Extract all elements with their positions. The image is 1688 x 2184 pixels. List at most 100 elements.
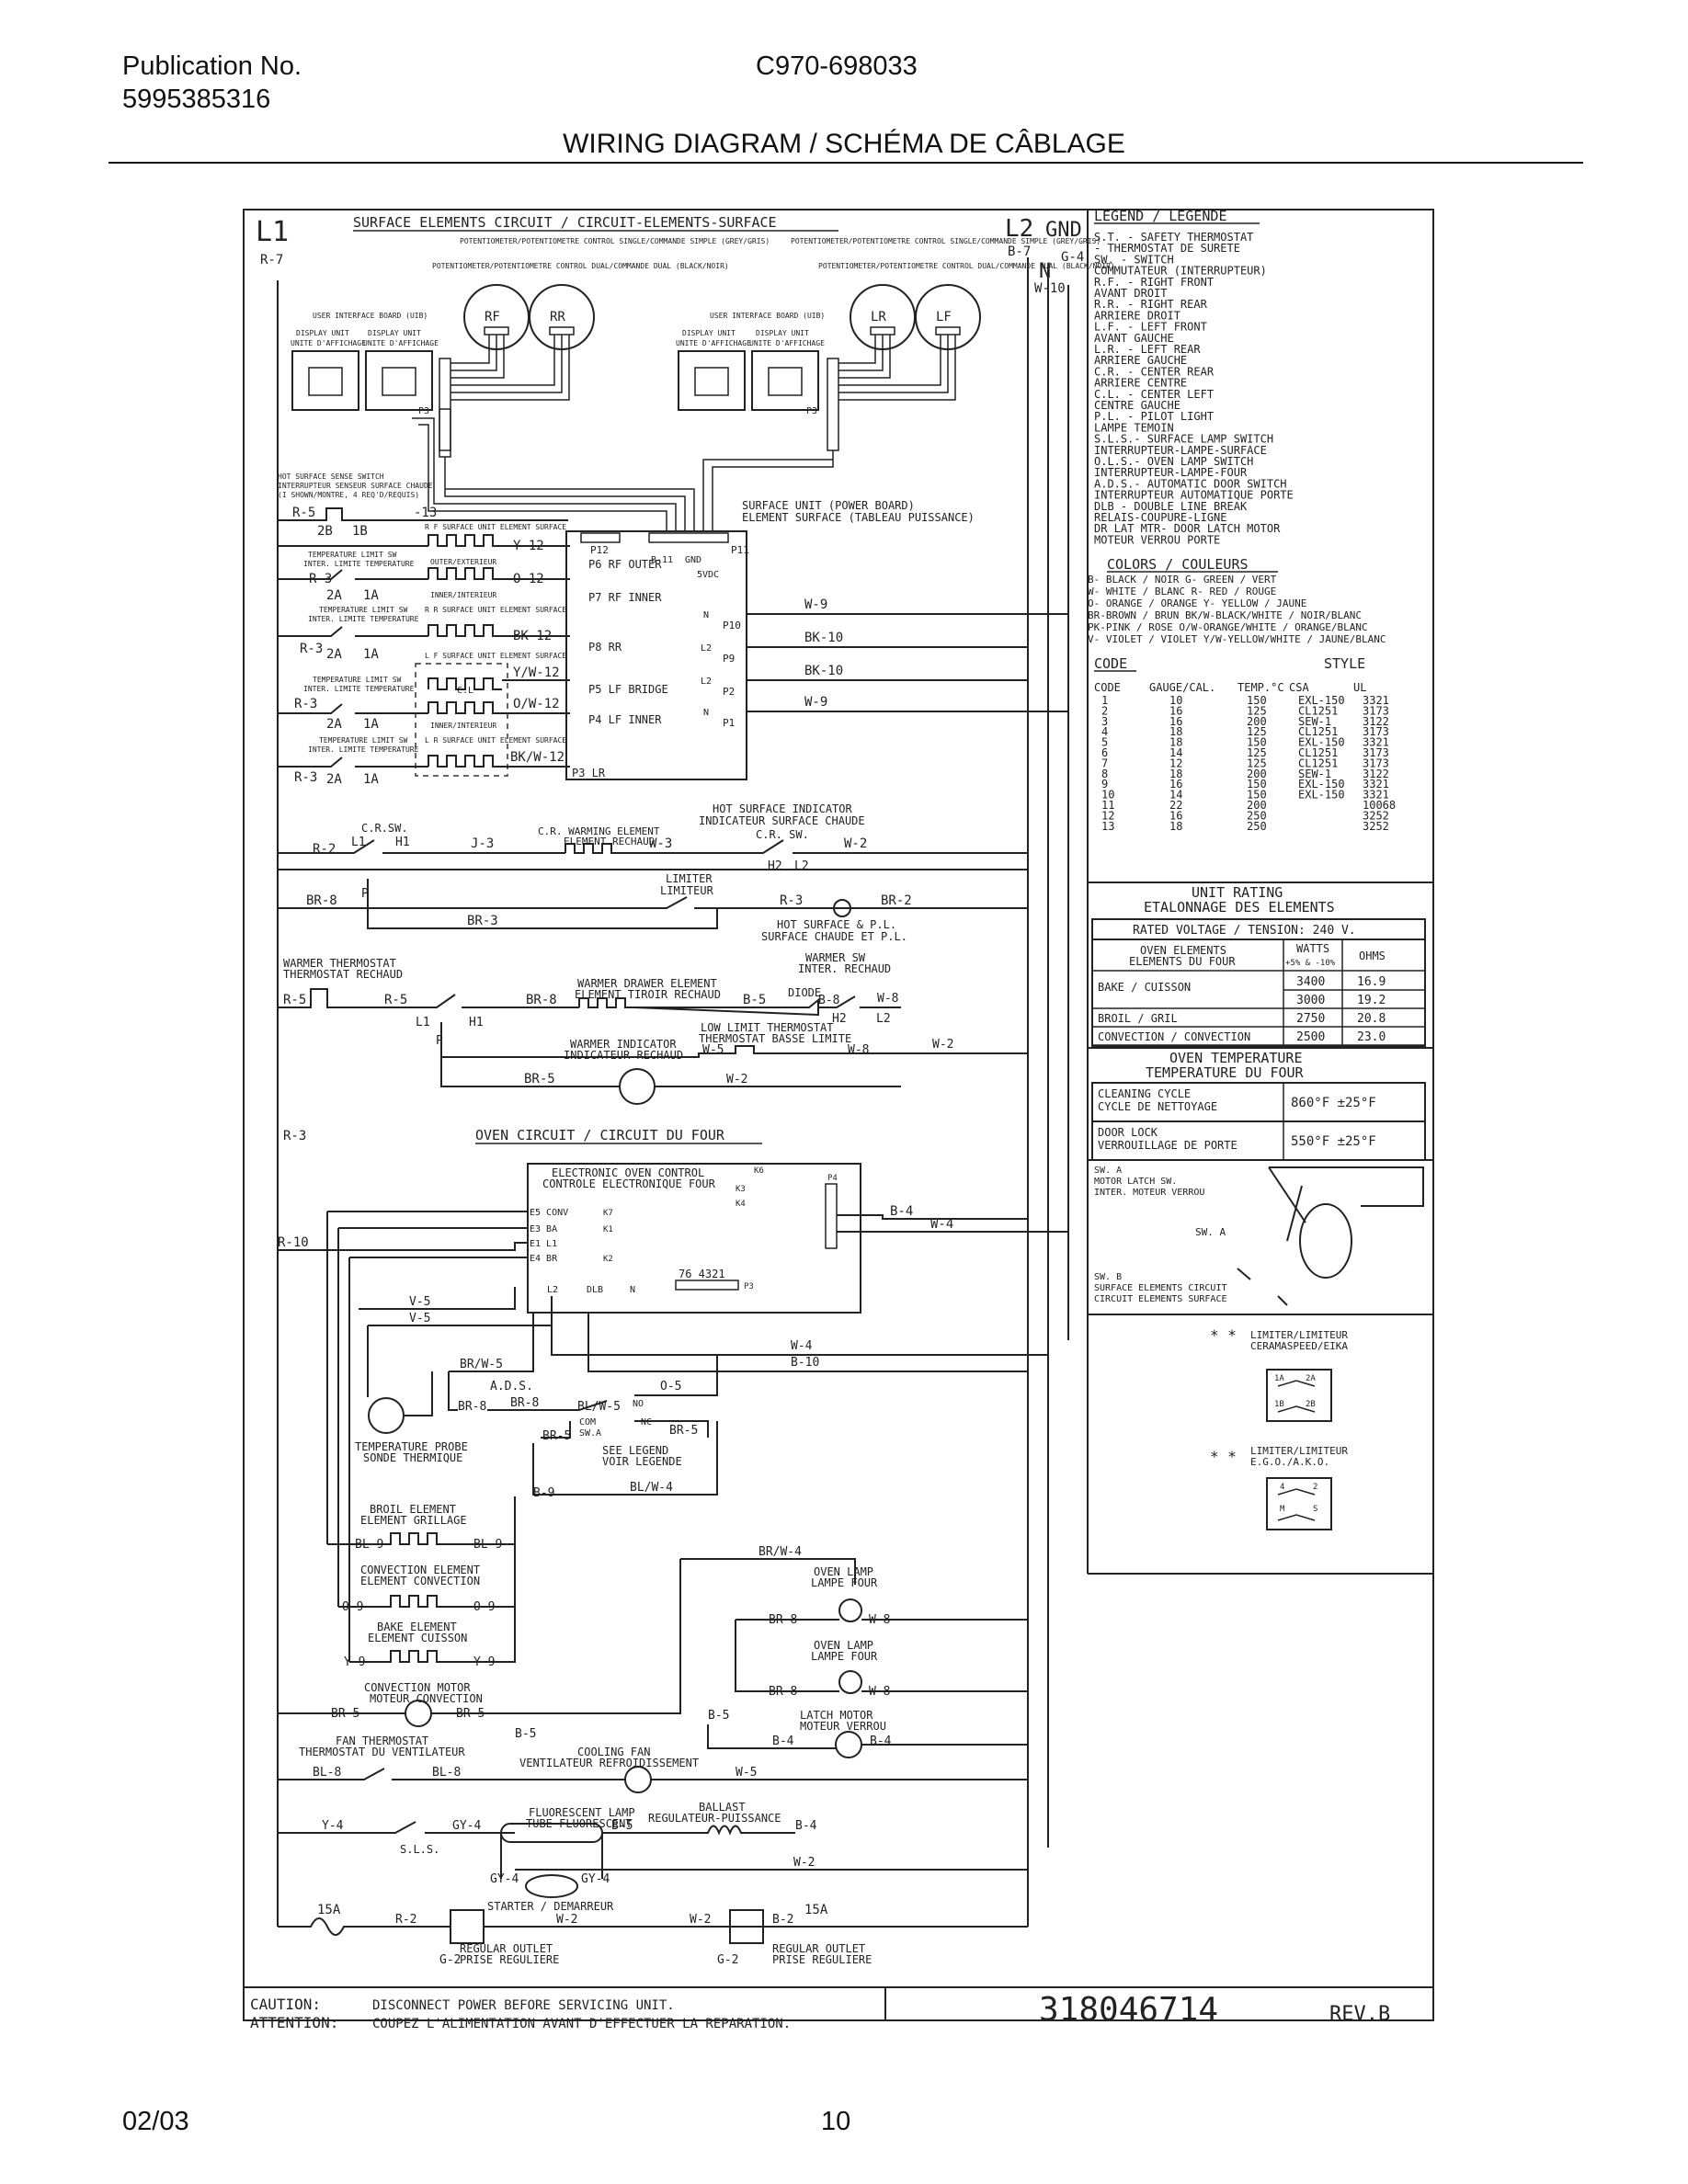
vdc-label: 5VDC — [697, 570, 719, 580]
r10-label: R-10 — [278, 1235, 309, 1250]
b9-label: B-9 — [533, 1486, 554, 1500]
b5-label-4: B-5 — [611, 1819, 633, 1833]
warmer-sw-label-fr: INTER. RECHAUD — [798, 962, 891, 975]
low-limit-label-fr: THERMOSTAT BASSE LIMITE — [699, 1032, 851, 1045]
display-unit-box-3 — [678, 350, 746, 411]
legend-item: C.L. - CENTER LEFT — [1094, 388, 1214, 401]
legend-item: ARRIERE CENTRE — [1094, 377, 1187, 390]
code-cell: 18 — [1169, 768, 1182, 780]
diode-label: DIODE — [788, 986, 821, 999]
b4-label-2: B-4 — [772, 1735, 794, 1748]
h1-label-2: H1 — [469, 1016, 484, 1029]
b8-label: B-8 — [818, 994, 839, 1007]
w2-label-6: W-2 — [690, 1913, 711, 1927]
br8-label-1: BR-8 — [306, 893, 337, 908]
w5-label-2: W-5 — [736, 1766, 757, 1780]
r7-label: R-7 — [260, 253, 283, 267]
display-window-3 — [694, 367, 729, 396]
w2-label-5: W-2 — [556, 1913, 577, 1927]
ribbon-cables-upper — [444, 450, 834, 531]
cooling-fan-label-fr: VENTILATEUR REFROIDISSEMENT — [519, 1757, 699, 1769]
surface-circuit-title: SURFACE ELEMENTS CIRCUIT / CIRCUIT-ELEME… — [353, 214, 777, 231]
w2-label-4: W-2 — [793, 1856, 815, 1870]
w9-label-top: W-9 — [804, 597, 827, 612]
uib-label-left: USER INTERFACE BOARD (UIB) — [313, 312, 428, 320]
e5-label: E5 CONV — [530, 1208, 568, 1218]
br5-label-3: BR-5 — [542, 1429, 571, 1443]
hot-indicator-label-fr: INDICATEUR SURFACE CHAUDE — [699, 814, 865, 827]
bake-el-label: BAKE ELEMENT — [377, 1621, 457, 1633]
rr-unit-label: R R SURFACE UNIT ELEMENT SURFACE — [425, 606, 566, 614]
rating-ohms: 20.8 — [1357, 1012, 1386, 1026]
legend-item: L.R. - LEFT REAR — [1094, 343, 1201, 356]
latch-motor-wire — [707, 1724, 1028, 1749]
color-item: PK-PINK / ROSE O/W-ORANGE/WHITE / ORANGE… — [1088, 621, 1368, 633]
code-cell: CL1251 — [1298, 746, 1338, 759]
gy4-label-3: GY-4 — [581, 1872, 610, 1886]
code-cell: 3173 — [1363, 746, 1389, 759]
r3-label-3: R-3 — [294, 697, 317, 711]
j3-label: J-3 — [471, 836, 494, 851]
h1-label-1: H1 — [395, 836, 410, 849]
t2a-label-2: 2A — [326, 647, 342, 662]
code-cell: CL1251 — [1298, 704, 1338, 717]
pot-single-caption-left: POTENTIOMETER/POTENTIOMETRE CONTROL SING… — [460, 237, 770, 245]
code-cell: 150 — [1247, 736, 1267, 749]
blw4-wire — [532, 1421, 718, 1496]
code-cell: 2 — [1101, 704, 1108, 717]
b4-label-3: B-4 — [870, 1735, 892, 1748]
code-cell: 13 — [1101, 820, 1114, 833]
t2a-label-1: 2A — [326, 588, 342, 603]
e4-label: E4 BR — [530, 1254, 558, 1264]
g2-label-1: G-2 — [439, 1953, 461, 1967]
outlet-1 — [450, 1909, 485, 1944]
bl8-label-2: BL-8 — [432, 1766, 461, 1780]
left-knob-wiring — [451, 335, 570, 401]
legend-item: L.F. - LEFT FRONT — [1094, 321, 1207, 334]
lf-unit-label: L F SURFACE UNIT ELEMENT SURFACE — [425, 652, 566, 660]
code-cell: EXL-150 — [1298, 778, 1345, 791]
b5-label-2: B-5 — [708, 1709, 729, 1723]
unite-affichage-label-4: UNITE D'AFFICHAGE — [749, 339, 825, 347]
display-unit-box-1 — [291, 350, 359, 411]
v5-label-1: V-5 — [409, 1295, 430, 1309]
r5-label-top: R-5 — [292, 506, 315, 520]
footer-page-number: 10 — [821, 2107, 851, 2136]
code-cell: 125 — [1247, 756, 1267, 769]
p3-label-left: P3 — [418, 406, 429, 416]
oven-elements-header: OVEN ELEMENTS — [1140, 944, 1226, 957]
display-unit-box-2 — [365, 350, 433, 411]
warmer-thermo-label-fr: THERMOSTAT RECHAUD — [283, 968, 403, 981]
rating-element-name: BAKE / CUISSON — [1098, 981, 1191, 994]
r5-label-2: R-5 — [283, 993, 306, 1007]
b11-label: B-11 — [651, 555, 673, 565]
w2-label-1: W-2 — [844, 836, 867, 851]
code-cell: CL1251 — [1298, 756, 1338, 769]
r2-label-1: R-2 — [313, 842, 336, 857]
eoc-input-wires — [327, 1211, 528, 1258]
p2-label: P2 — [723, 686, 735, 698]
pot-dual-caption-right: POTENTIOMETER/POTENTIOMETRE CONTROL DUAL… — [818, 262, 1115, 270]
brw5-wire — [449, 1313, 534, 1372]
unite-affichage-label-1: UNITE D'AFFICHAGE — [291, 339, 366, 347]
broil-element — [327, 1496, 516, 1545]
code-cell: 10068 — [1363, 799, 1396, 812]
p4-label: P4 LF INNER — [588, 713, 662, 726]
l2-label: L2 — [1005, 215, 1033, 243]
w10-label: W-10 — [1034, 281, 1066, 296]
sls-label: S.L.S. — [400, 1843, 439, 1856]
b10-label: B-10 — [791, 1356, 819, 1370]
blw5-label: BL/W-5 — [577, 1400, 621, 1414]
rating-watts: 3000 — [1296, 994, 1325, 1007]
p6-label: P6 RF OUTER — [588, 558, 662, 571]
code-header: UL — [1353, 681, 1366, 694]
latch-motor-sw-label-fr: INTER. MOTEUR VERROU — [1094, 1188, 1204, 1198]
br3-wire — [367, 879, 718, 929]
h2-label-1: H2 — [768, 859, 782, 873]
h2-label-2: H2 — [832, 1012, 847, 1026]
code-cell: 3321 — [1363, 694, 1389, 707]
brw5-label: BR/W-5 — [460, 1358, 503, 1371]
code-cell: 16 — [1169, 778, 1182, 791]
unit-rating-title-fr: ETALONNAGE DES ELEMENTS — [1144, 899, 1335, 916]
r10-wire — [278, 1242, 528, 1251]
